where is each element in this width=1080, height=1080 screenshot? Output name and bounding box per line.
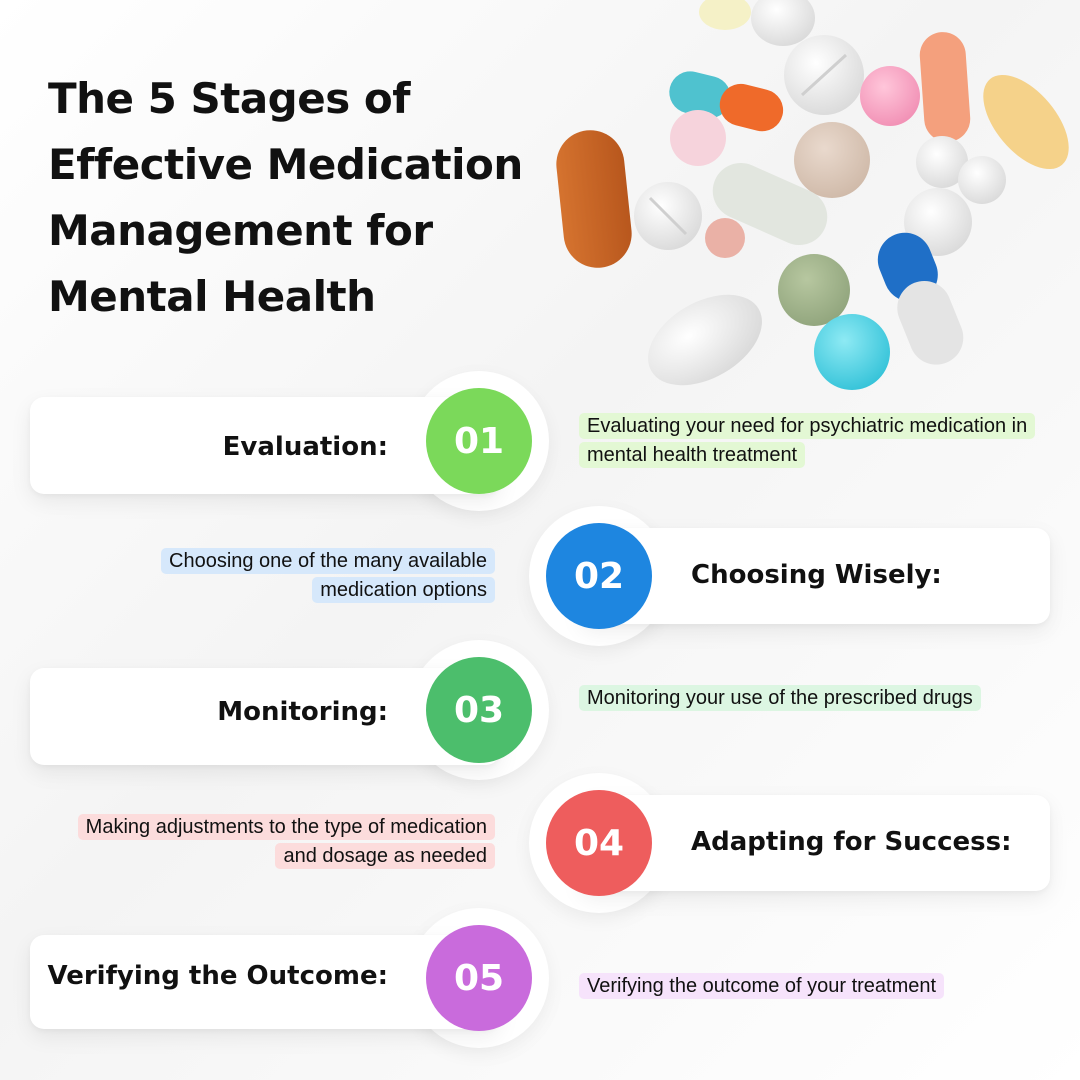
pills-illustration <box>556 0 1069 390</box>
stage-number-05: 05 <box>426 925 532 1031</box>
title-line: The 5 Stages of <box>48 74 410 123</box>
stage-number-03: 03 <box>426 657 532 763</box>
stage-card-05 <box>30 935 500 1029</box>
title-line: Mental Health <box>48 272 376 321</box>
stage-label-04: Adapting for Success: <box>691 827 1012 857</box>
stage-card-02 <box>580 528 1050 624</box>
stage-label-01: Evaluation: <box>222 432 388 462</box>
page-title: The 5 Stages of Effective Medication Man… <box>48 66 588 330</box>
stage-card-01 <box>30 397 500 494</box>
stage-description-04: Making adjustments to the type of medica… <box>60 813 495 871</box>
stage-number-01: 01 <box>426 388 532 494</box>
title-line: Effective Medication <box>48 140 523 189</box>
stage-label-03: Monitoring: <box>217 697 388 727</box>
stage-description-02: Choosing one of the many available medic… <box>70 547 495 605</box>
stage-number-02: 02 <box>546 523 652 629</box>
stage-card-04 <box>580 795 1050 891</box>
title-line: Management for <box>48 206 433 255</box>
stage-description-03: Monitoring your use of the prescribed dr… <box>579 684 1009 713</box>
stage-card-03 <box>30 668 500 765</box>
stage-number-04: 04 <box>546 790 652 896</box>
stage-description-05: Verifying the outcome of your treatment <box>579 972 1049 1001</box>
stage-label-02: Choosing Wisely: <box>691 560 942 590</box>
stage-label-05: Verifying the Outcome: <box>47 961 388 991</box>
stage-description-01: Evaluating your need for psychiatric med… <box>579 412 1036 470</box>
